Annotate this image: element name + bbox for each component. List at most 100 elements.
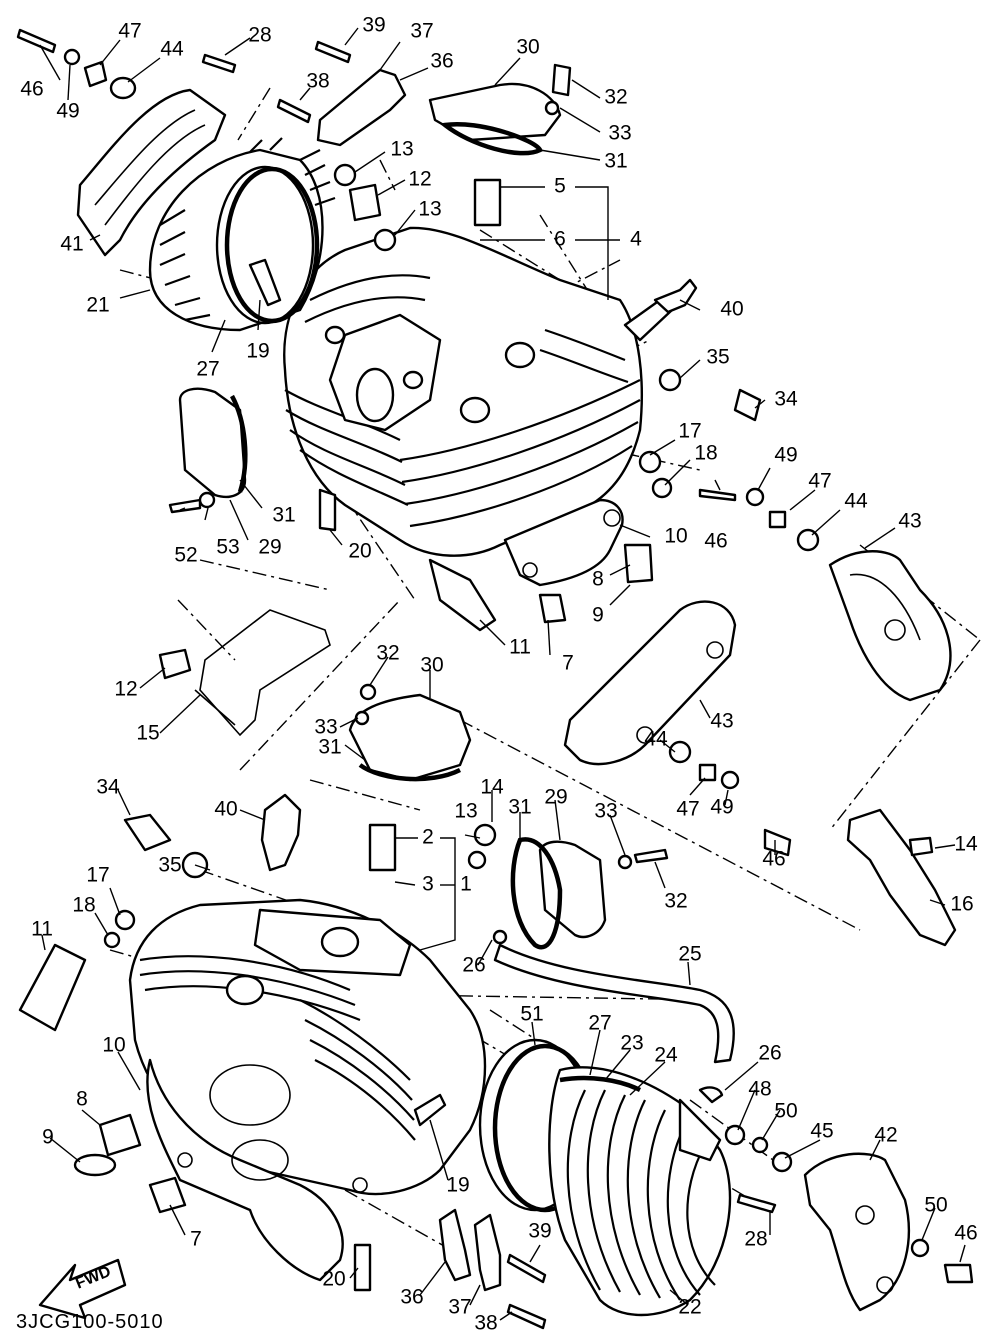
callout-31-top: 31	[604, 150, 627, 173]
callout-33-bottom: 33	[594, 800, 617, 823]
callout-46-mid: 46	[704, 530, 727, 553]
callout-50-bottom: 50	[924, 1194, 947, 1217]
callout-45: 45	[810, 1120, 833, 1143]
callout-53: 53	[216, 536, 239, 559]
front-cylinder-head	[128, 898, 487, 1282]
callout-49-mid: 49	[710, 796, 733, 819]
callout-38-bottom: 38	[474, 1312, 497, 1335]
callout-5: 5	[554, 175, 566, 198]
callout-14-right: 14	[954, 833, 978, 856]
callout-47-mid: 47	[676, 798, 699, 821]
callout-10-bottom: 10	[102, 1034, 125, 1057]
callout-7-bottom: 7	[190, 1228, 202, 1251]
callout-23: 23	[620, 1032, 643, 1055]
callout-33-top: 33	[608, 122, 631, 145]
callout-31-left: 31	[272, 504, 295, 527]
callout-labels: 46 49 47 44 28 39 37 38 36 30 32 33 31 1…	[20, 14, 978, 1335]
callout-41: 41	[60, 233, 83, 256]
callout-3: 3	[422, 873, 434, 896]
callout-30-top: 30	[516, 36, 539, 59]
rear-cylinder-head	[283, 226, 643, 587]
callout-46-top-left: 46	[20, 78, 43, 101]
callout-32-bottom: 32	[664, 890, 687, 913]
front-cylinder	[478, 1038, 732, 1317]
callout-22: 22	[678, 1296, 701, 1319]
callout-47-right: 47	[808, 470, 831, 493]
callout-32-top: 32	[604, 86, 627, 109]
callout-25: 25	[678, 943, 701, 966]
spark-plugs	[260, 278, 698, 872]
callout-30-mid: 30	[420, 654, 443, 677]
callout-27-bottom: 27	[588, 1012, 611, 1035]
callout-38-top: 38	[306, 70, 329, 93]
callout-31-bottom: 31	[508, 796, 531, 819]
callout-19-top: 19	[246, 340, 269, 363]
callout-13-mid: 13	[418, 198, 441, 221]
callout-42: 42	[874, 1124, 897, 1147]
callout-2: 2	[422, 826, 434, 849]
callout-43-mid: 43	[710, 710, 733, 733]
callout-20-top: 20	[348, 540, 371, 563]
callout-34-top: 34	[774, 388, 798, 411]
callout-26-left: 26	[462, 954, 485, 977]
diagram-code: 3JCG100-5010	[16, 1311, 164, 1333]
rear-cylinder	[148, 137, 336, 332]
callout-39-bottom: 39	[528, 1220, 551, 1243]
callout-11-top: 11	[509, 636, 531, 659]
callout-7-top: 7	[562, 652, 574, 675]
fwd-arrow: FWD	[38, 1258, 127, 1320]
callout-15: 15	[136, 722, 159, 745]
callout-52: 52	[174, 544, 197, 567]
callout-40-bottom: 40	[214, 798, 237, 821]
callout-49-right: 49	[774, 444, 797, 467]
callout-48: 48	[748, 1078, 771, 1101]
callout-51: 51	[520, 1003, 543, 1026]
callout-9-bottom: 9	[42, 1126, 54, 1149]
oil-pipe	[493, 943, 735, 1064]
callout-39-top: 39	[362, 14, 385, 37]
callout-50-mid: 50	[774, 1100, 797, 1123]
callout-31-mid: 31	[318, 736, 341, 759]
callout-6: 6	[554, 228, 566, 251]
callout-37-top: 37	[410, 20, 433, 43]
callout-35-top: 35	[706, 346, 729, 369]
callout-24: 24	[654, 1044, 678, 1067]
callout-12-left: 12	[114, 678, 137, 701]
callout-26-right: 26	[758, 1042, 781, 1065]
small-parts	[16, 28, 974, 1330]
callout-17-top: 17	[678, 420, 701, 443]
callout-13-bottom: 13	[454, 800, 477, 823]
callout-35-bottom: 35	[158, 854, 181, 877]
callout-18-top: 18	[694, 442, 717, 465]
callout-37-bottom: 37	[448, 1296, 471, 1319]
callout-46-lower: 46	[762, 848, 785, 871]
callout-29-bottom: 29	[544, 786, 567, 809]
callout-49-top-left: 49	[56, 100, 79, 123]
callout-43-top: 43	[898, 510, 921, 533]
callout-18-bottom: 18	[72, 894, 95, 917]
callout-11-bottom: 11	[31, 918, 53, 941]
callout-40-top: 40	[720, 298, 743, 321]
callout-1: 1	[460, 873, 472, 896]
tappet-covers	[178, 387, 607, 950]
callout-44-right: 44	[844, 490, 868, 513]
side-covers	[76, 88, 952, 1312]
callout-34-bottom: 34	[96, 776, 120, 799]
callout-28-top: 28	[248, 24, 271, 47]
callout-47-top-left: 47	[118, 20, 141, 43]
callout-28-bottom: 28	[744, 1228, 767, 1251]
callout-9-top: 9	[592, 604, 604, 627]
callout-29-top: 29	[258, 536, 281, 559]
callout-8-top: 8	[592, 568, 604, 591]
callout-14-mid: 14	[480, 776, 504, 799]
callout-12-top: 12	[408, 168, 431, 191]
callout-21: 21	[86, 294, 109, 317]
callout-33-mid: 33	[314, 716, 337, 739]
callout-8-bottom: 8	[76, 1088, 88, 1111]
callout-27-top: 27	[196, 358, 219, 381]
callout-17-bottom: 17	[86, 864, 109, 887]
callout-44-top-left: 44	[160, 38, 184, 61]
callout-20-bottom: 20	[322, 1268, 345, 1291]
